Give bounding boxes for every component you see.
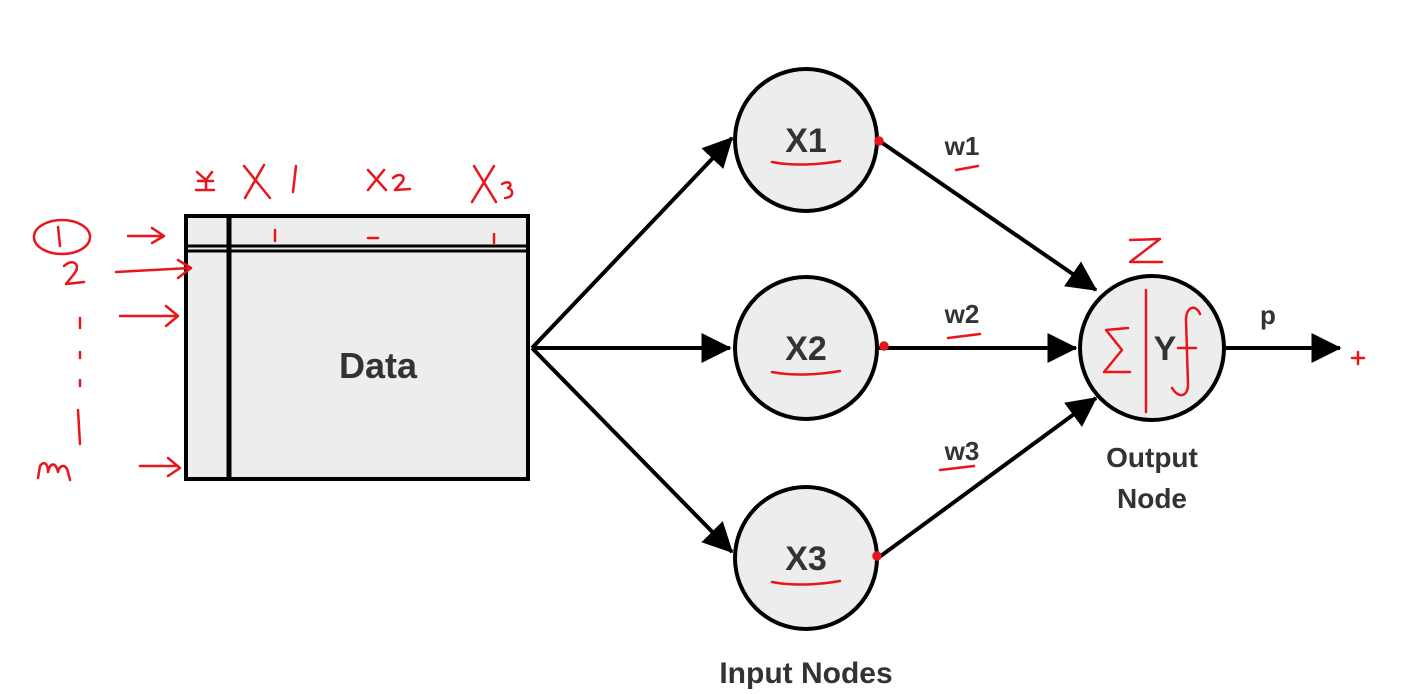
handwritten-annotations	[32, 136, 1366, 586]
arrow-data-to-x3	[530, 346, 734, 554]
row-arrow	[138, 456, 182, 478]
arrow-x3-to-output	[876, 396, 1098, 560]
underline-x1	[770, 159, 842, 166]
node-output-dot	[879, 341, 889, 351]
row-arrow	[126, 226, 166, 245]
row-ellipsis	[76, 316, 82, 446]
output-node-label: Y	[1154, 330, 1177, 368]
input-node-x3: X3	[733, 485, 879, 631]
underline-w1	[954, 164, 980, 172]
row-label-1	[32, 218, 92, 256]
data-box: Data	[184, 214, 530, 481]
input-node-x1: X1	[733, 67, 879, 213]
underline-w2	[946, 332, 982, 340]
arrow-data-to-x1	[530, 136, 734, 350]
weight-label-w1: w1	[944, 131, 980, 161]
row-label-2	[62, 261, 86, 286]
plus-sign	[1350, 350, 1366, 366]
column-label-x3	[470, 164, 514, 204]
column-label-x1	[242, 163, 298, 200]
weight-label-w3: w3	[944, 436, 980, 466]
row-arrow	[118, 304, 180, 328]
underline-w3	[938, 464, 976, 472]
f-symbol	[1170, 306, 1202, 397]
sigma-symbol	[1102, 326, 1132, 374]
output-label-z	[1128, 237, 1164, 264]
weighted-arrows	[876, 138, 1342, 560]
row-label-m	[36, 461, 72, 482]
input-node-label: X1	[785, 122, 827, 160]
output-node-caption-line2: Node	[1117, 483, 1187, 514]
column-label-y	[194, 170, 216, 192]
input-node-label: X3	[785, 540, 827, 578]
output-node-caption-line1: Output	[1106, 442, 1198, 473]
input-node-x2: X2	[733, 275, 879, 421]
underline-x3	[770, 579, 842, 586]
input-nodes-caption: Input Nodes	[719, 657, 892, 690]
data-to-input-arrows	[530, 136, 734, 554]
input-node-label: X2	[785, 330, 827, 368]
weight-label-w2: w2	[944, 299, 980, 329]
data-box-label: Data	[339, 345, 418, 386]
output-arrow-label: p	[1260, 300, 1276, 330]
arrow-x1-to-output	[876, 138, 1098, 292]
node-output-dot	[874, 136, 884, 146]
column-label-x2	[366, 168, 412, 192]
output-node: Y	[1078, 274, 1226, 422]
underline-x2	[770, 369, 842, 376]
node-output-dot	[872, 551, 882, 561]
row-arrow	[114, 258, 193, 280]
